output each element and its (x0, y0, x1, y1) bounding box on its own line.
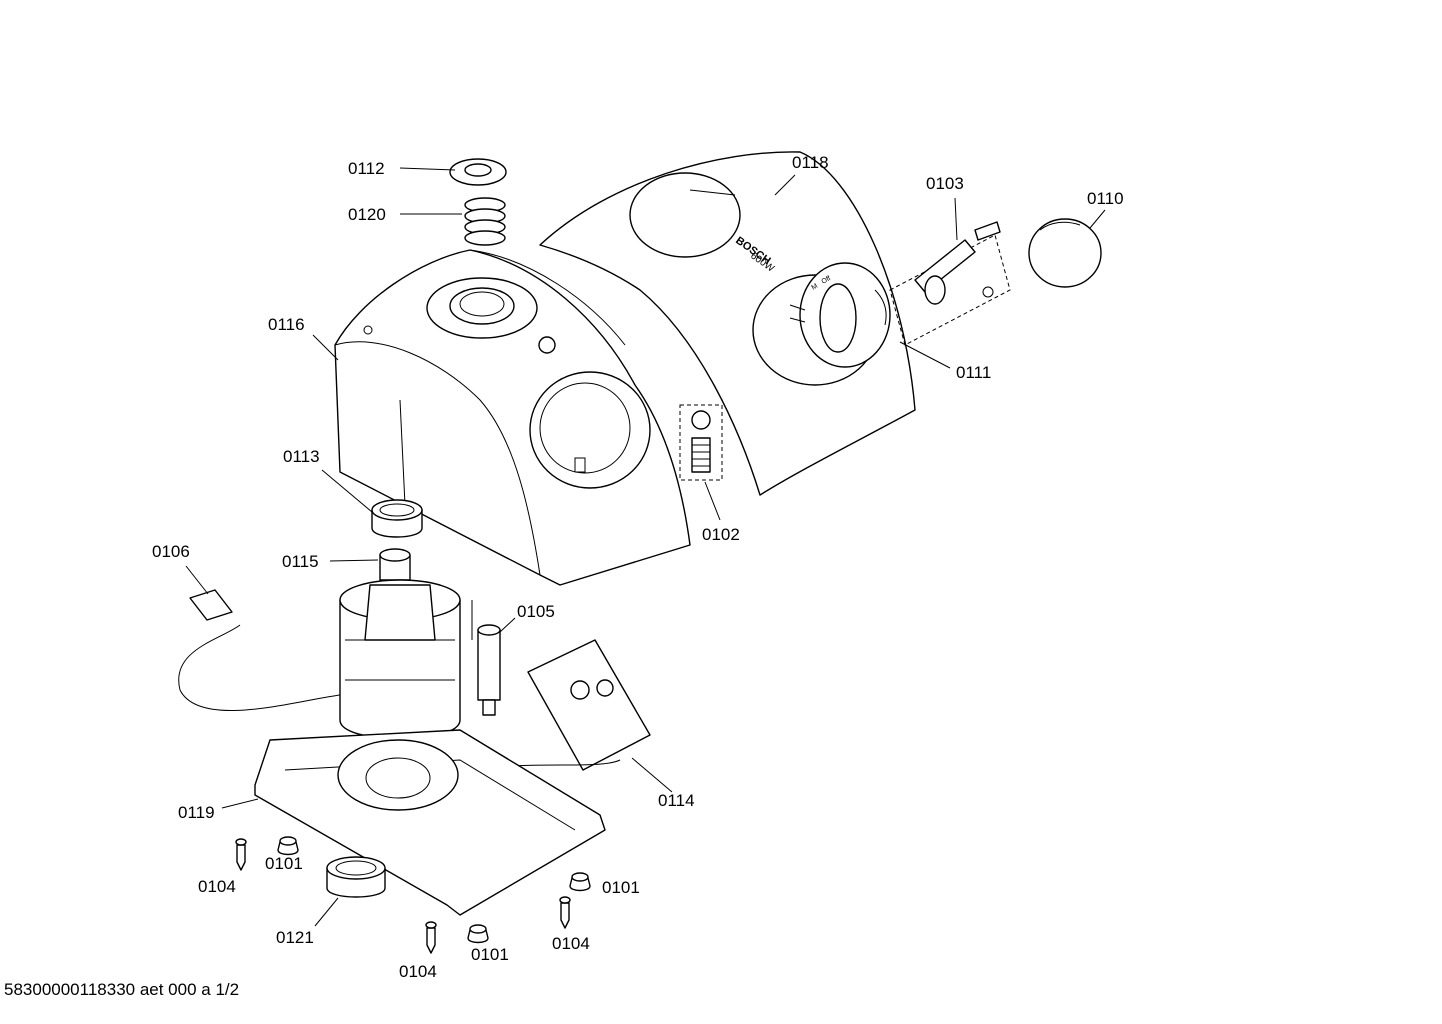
part-0104-screw-a (235, 838, 247, 871)
callout-0106: 0106 (152, 542, 190, 561)
switch-on-text: M (811, 283, 820, 292)
callout-0116: 0116 (268, 315, 305, 334)
part-0114-pcb (479, 639, 651, 771)
part-0102-small-spring (679, 404, 723, 481)
part-0113-ring (371, 499, 423, 538)
callout-0114: 0114 (658, 791, 695, 810)
callout-0105: 0105 (517, 602, 555, 621)
part-0101-foot-a (277, 836, 299, 856)
drawing-number-footer: 58300000118330 aet 000 a 1/2 (4, 980, 240, 999)
part-0101-foot-b (467, 924, 489, 944)
part-0103-switch-shaft (889, 221, 1011, 346)
callout-0101-a: 0101 (265, 854, 303, 873)
part-0116-main-housing (334, 249, 691, 586)
part-0105-capacitor (471, 600, 501, 716)
callout-0110: 0110 (1087, 189, 1124, 208)
part-0121-ring (326, 856, 386, 898)
callout-0120: 0120 (348, 205, 386, 224)
callout-0113: 0113 (283, 447, 320, 466)
callout-0101-b: 0101 (602, 878, 640, 897)
part-0115-gear (379, 548, 411, 581)
callout-0102: 0102 (702, 525, 740, 544)
callout-0103: 0103 (926, 174, 964, 193)
callout-0112: 0112 (348, 159, 385, 178)
callout-0101-c: 0101 (471, 945, 509, 964)
callout-0115: 0115 (282, 552, 319, 571)
callout-0104-a: 0104 (198, 877, 236, 896)
part-0104-screw-b (425, 921, 437, 954)
switch-off-text: Off (821, 275, 833, 286)
part-0101-foot-c (569, 872, 591, 892)
part-0112-cap (449, 158, 507, 186)
callout-labels: 0112 0120 0116 0113 0106 0115 0105 0118 … (152, 153, 1124, 981)
part-motor (339, 579, 461, 740)
part-0110-knob (1028, 218, 1102, 288)
leader-lines (185, 167, 1106, 927)
callout-0104-b: 0104 (399, 962, 437, 981)
part-0118-front-cover: BOSCH 600W Off M (539, 151, 916, 496)
part-0106-power-cord (178, 589, 341, 711)
callout-0118: 0118 (792, 153, 829, 172)
part-0119-base (254, 729, 606, 916)
callout-0111: 0111 (956, 363, 991, 382)
part-0120-spring (464, 197, 506, 246)
part-0104-screw-c (559, 896, 571, 929)
callout-0121: 0121 (276, 928, 314, 947)
callout-0104-c: 0104 (552, 934, 590, 953)
callout-0119: 0119 (178, 803, 215, 822)
